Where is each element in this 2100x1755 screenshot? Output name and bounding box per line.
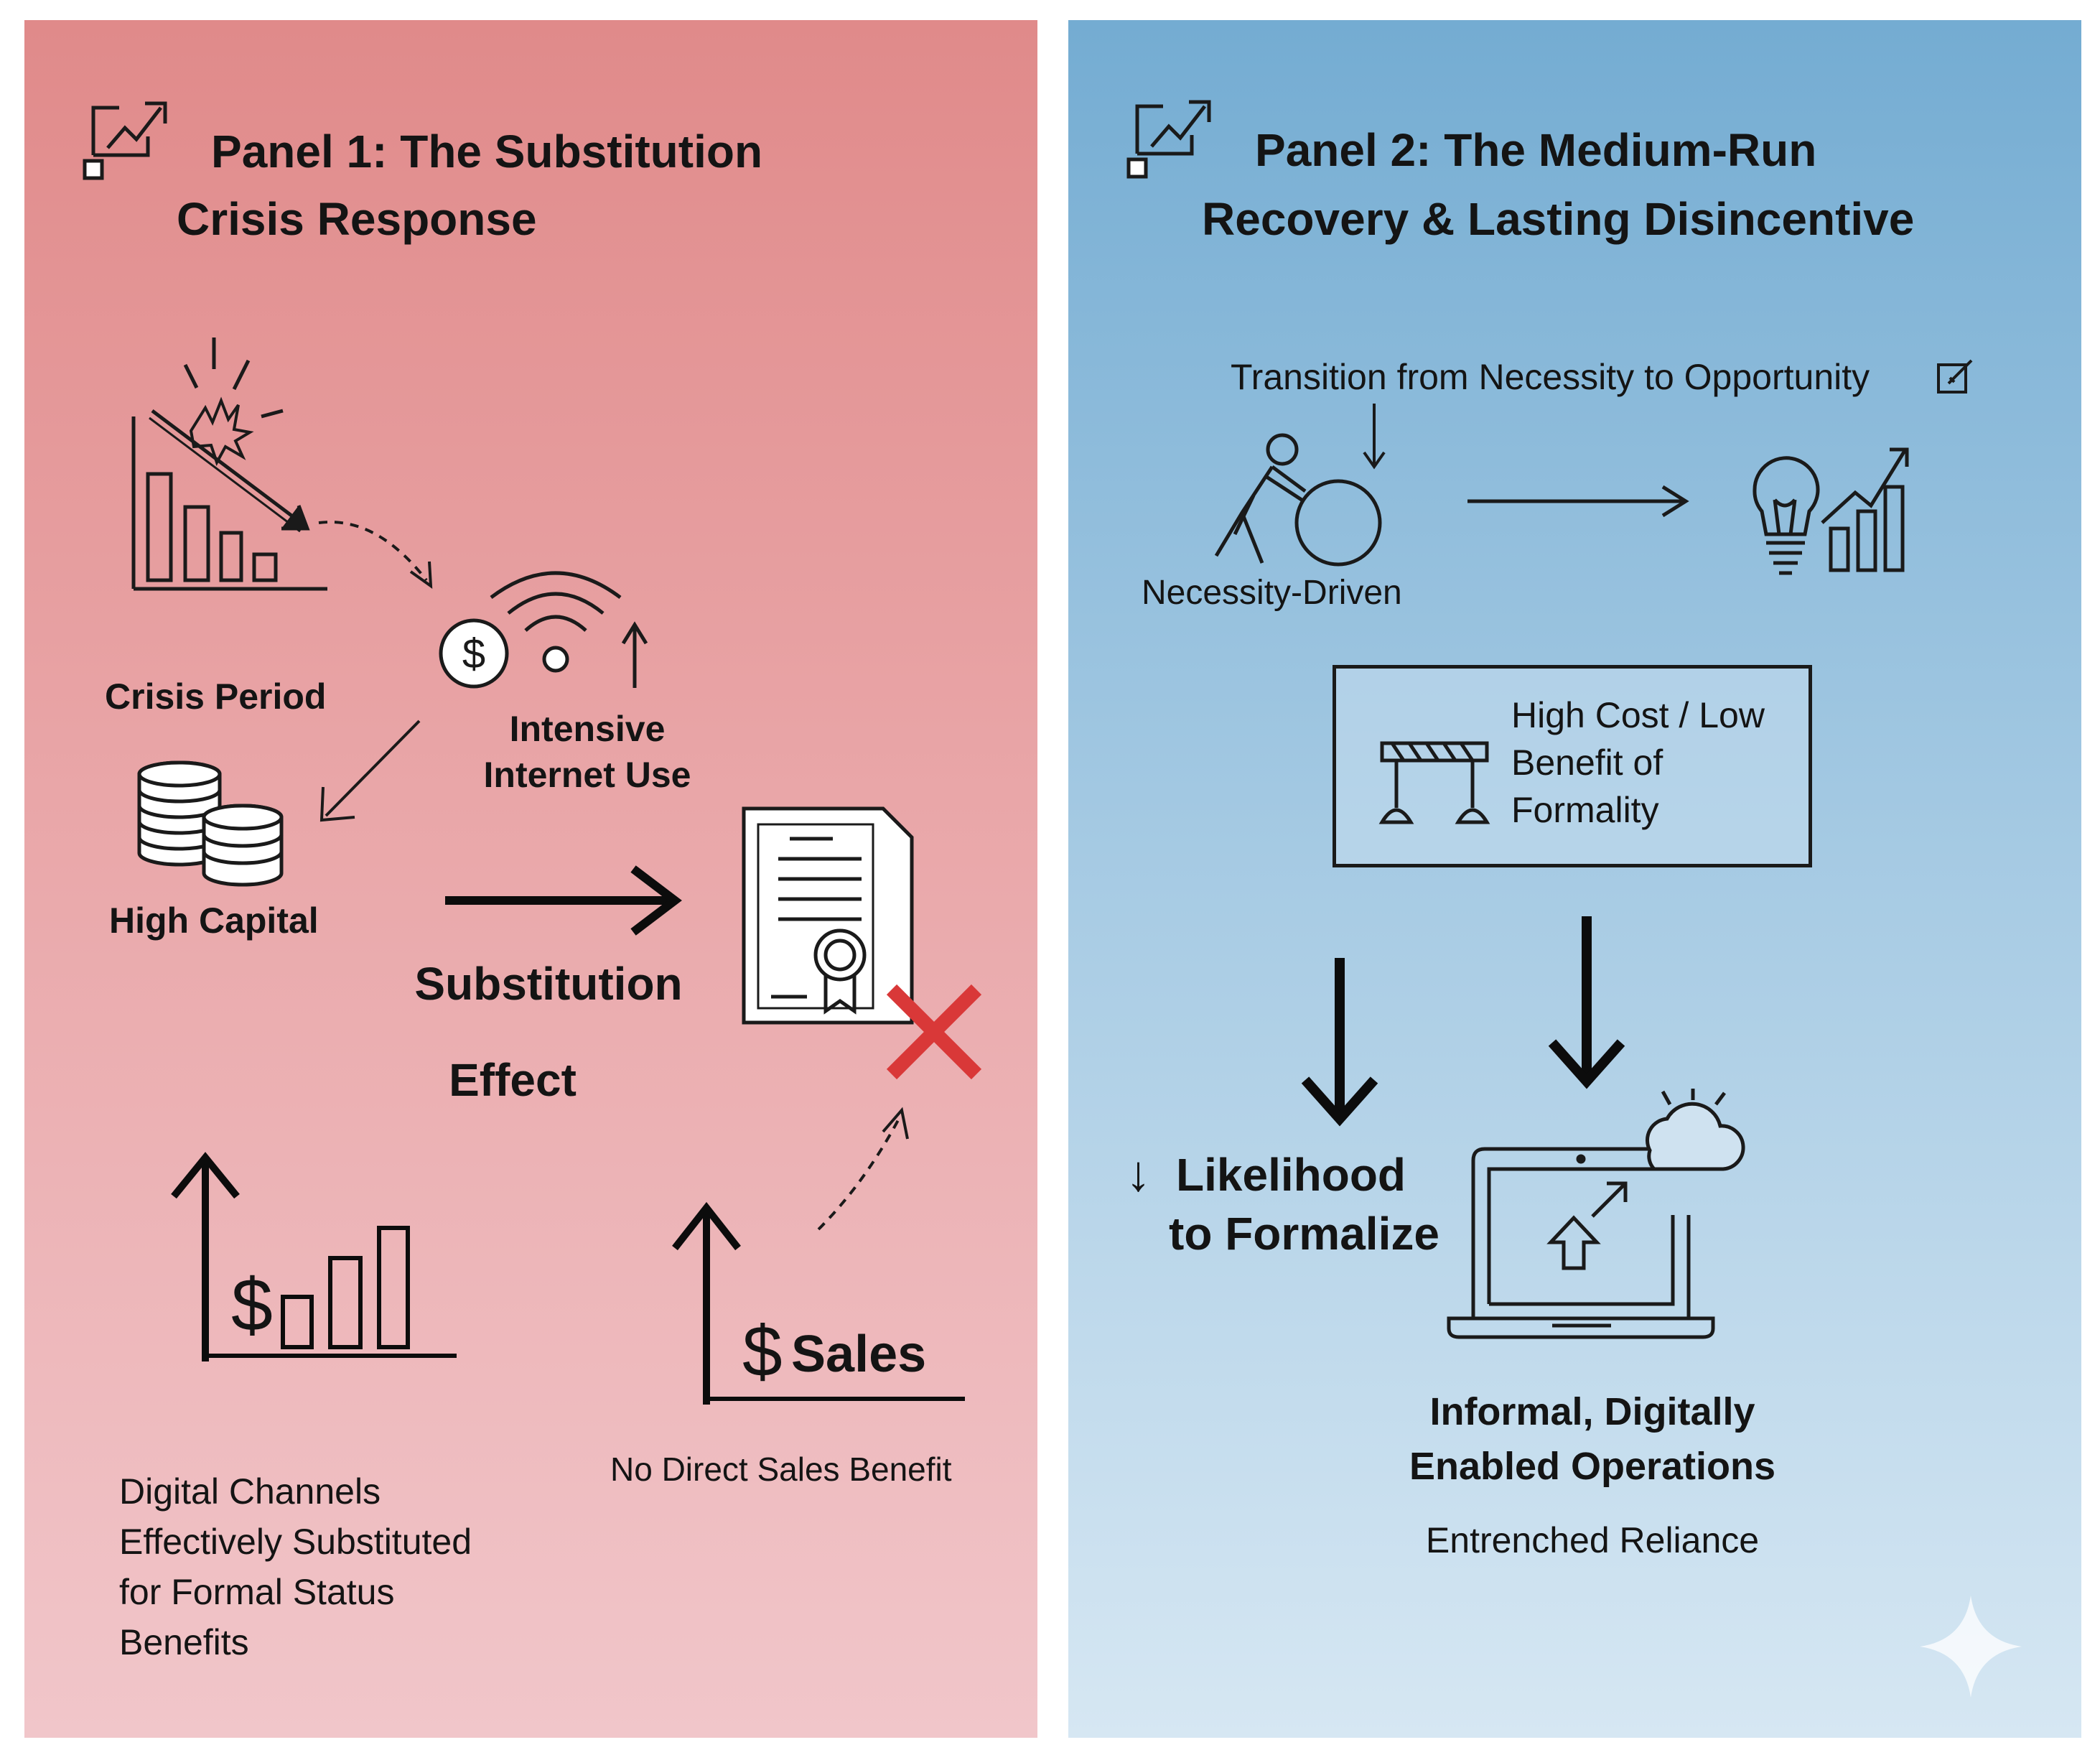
down-arrow-right <box>1544 916 1630 1089</box>
sales-currency: $ <box>742 1311 783 1392</box>
barrier-line: Benefit of <box>1511 742 1663 783</box>
panel2-title-line2: Recovery & Lasting Disincentive <box>1202 193 1915 245</box>
panel1-title-line2: Crisis Response <box>177 193 537 245</box>
likelihood-line1: Likelihood <box>1176 1149 1406 1201</box>
crash-chart-icon <box>105 330 349 603</box>
dashed-arrow-to-cross <box>807 1097 936 1241</box>
formality-cost-box: High Cost / Low Benefit of Formality <box>1333 665 1812 867</box>
down-arrow-left <box>1297 958 1383 1126</box>
laptop-cloud-icon <box>1445 1089 1746 1347</box>
sales-chart-icon <box>663 1195 979 1410</box>
likelihood-line2: to Formalize <box>1169 1208 1439 1260</box>
footer-line: Benefits <box>119 1622 249 1662</box>
barrier-line: High Cost / Low <box>1511 695 1765 735</box>
panel1-title-line1: Panel 1: The Substitution <box>211 126 763 177</box>
informal-line2: Enabled Operations <box>1409 1445 1776 1488</box>
entrenched-reliance-label: Entrenched Reliance <box>1425 1520 1760 1560</box>
internet-use-line2: Internet Use <box>483 755 691 795</box>
substitution-effect-line1: Substitution <box>414 958 683 1010</box>
sparkle-icon <box>1920 1596 2022 1698</box>
cross-icon <box>880 978 988 1086</box>
necessity-driven-label: Necessity-Driven <box>1142 574 1402 612</box>
substitution-arrow <box>445 856 704 942</box>
footer-line: for Formal Status <box>119 1572 395 1612</box>
edit-icon <box>1936 358 1976 395</box>
chart-growth-icon <box>1126 85 1219 178</box>
capital-chart-currency: $ <box>231 1264 273 1347</box>
arrow-to-capital <box>304 715 434 830</box>
no-sales-benefit-label: No Direct Sales Benefit <box>610 1451 952 1488</box>
likelihood-down-arrow: ↓ <box>1126 1145 1151 1201</box>
panel-substitution: Panel 1: The Substitution Crisis Respons… <box>24 20 1037 1738</box>
internet-use-line1: Intensive <box>509 709 666 749</box>
footer-line: Digital Channels <box>119 1471 381 1512</box>
internet-coin-icon: $ <box>403 559 662 688</box>
barrier-line: Formality <box>1511 790 1659 830</box>
chart-growth-icon <box>82 86 175 180</box>
certificate-icon <box>739 803 926 1033</box>
panel2-title-line1: Panel 2: The Medium-Run <box>1255 124 1817 176</box>
informal-line1: Informal, Digitally <box>1429 1390 1755 1433</box>
capital-growth-chart-icon <box>164 1146 465 1376</box>
high-capital-label: High Capital <box>109 900 319 941</box>
sales-label: Sales <box>791 1326 927 1383</box>
footer-line: Effectively Substituted <box>119 1522 472 1562</box>
down-arrow-small <box>1360 401 1389 472</box>
lightbulb-growth-icon <box>1737 442 1931 579</box>
barrier-icon <box>1375 737 1494 827</box>
transition-arrow <box>1467 480 1690 523</box>
svg-text:$: $ <box>462 630 485 677</box>
coins-icon <box>129 745 323 889</box>
transition-label: Transition from Necessity to Opportunity <box>1231 357 1870 397</box>
panel-recovery: Panel 2: The Medium-Run Recovery & Lasti… <box>1068 20 2081 1738</box>
person-pushing-icon <box>1198 427 1391 570</box>
crisis-period-label: Crisis Period <box>105 676 327 717</box>
dashed-arrow <box>312 508 455 595</box>
substitution-effect-line2: Effect <box>449 1054 577 1106</box>
